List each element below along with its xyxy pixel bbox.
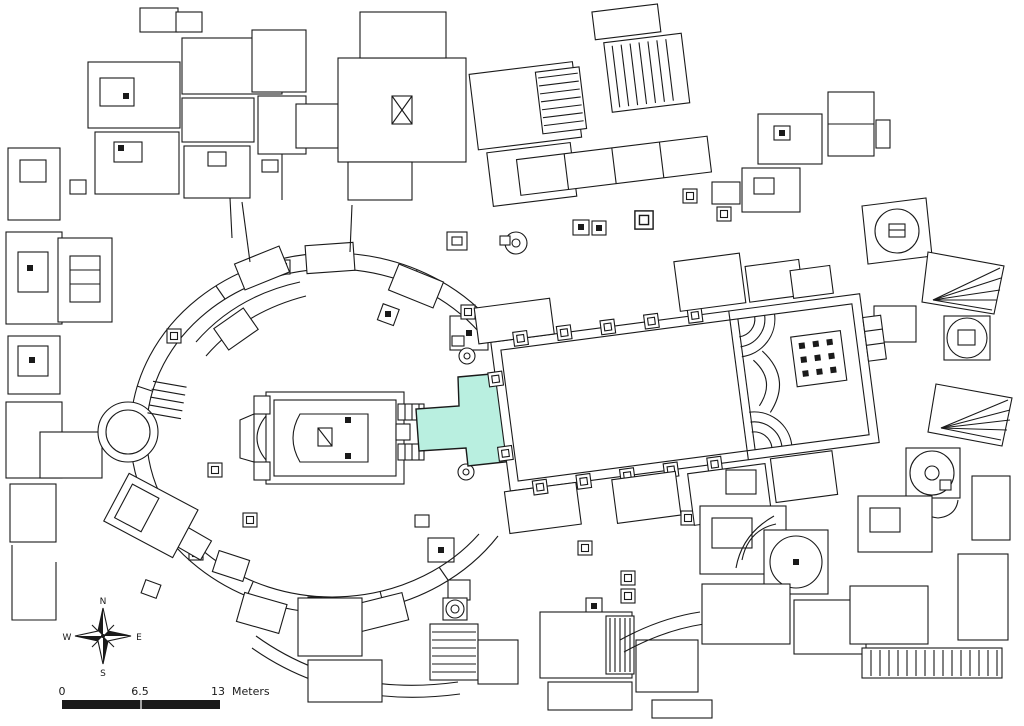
scale-label-zero: 0 xyxy=(59,685,66,698)
lower-left-rooms xyxy=(103,472,199,600)
slanted-corridor xyxy=(515,135,713,196)
chapel xyxy=(239,391,425,485)
scale-label-mid: 6.5 xyxy=(131,685,149,698)
scale-unit-label: Meters xyxy=(232,685,270,698)
compass-label-west: W xyxy=(63,633,72,643)
top-left-rooms xyxy=(69,7,339,239)
right-edge-towers xyxy=(857,197,1013,553)
bottom-right-rooms xyxy=(699,469,1011,679)
compass-label-south: S xyxy=(100,669,106,679)
scale-bar: 0 6.5 13 Meters xyxy=(59,685,270,709)
compass-rose-icon: N E S W xyxy=(63,597,143,679)
basilica-complex xyxy=(473,252,887,535)
top-right-stair xyxy=(591,3,691,113)
top-middle-rooms xyxy=(337,11,467,201)
scale-label-end: 13 xyxy=(211,685,225,698)
left-edge-rooms xyxy=(5,147,113,621)
right-top-rooms xyxy=(682,91,891,222)
compass-label-north: N xyxy=(100,597,107,607)
compass-label-east: E xyxy=(136,633,142,643)
bottom-middle-rooms xyxy=(297,597,713,719)
